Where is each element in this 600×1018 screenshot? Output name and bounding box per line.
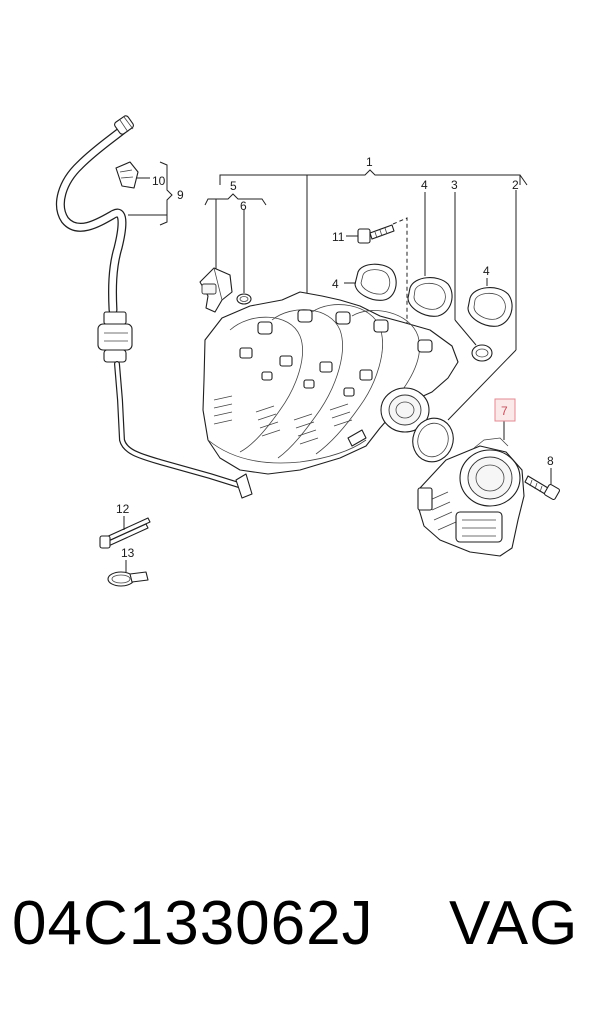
throttle-o-ring bbox=[412, 190, 517, 463]
throttle-body bbox=[417, 420, 525, 557]
gasket-left bbox=[344, 263, 397, 301]
part-number: 04C133062J bbox=[12, 889, 374, 958]
gasket-middle bbox=[407, 192, 453, 317]
callout-9: 9 bbox=[177, 188, 184, 202]
callout-3: 3 bbox=[451, 178, 458, 192]
callout-13: 13 bbox=[121, 546, 135, 560]
cable-tie bbox=[99, 516, 151, 549]
callout-2: 2 bbox=[512, 178, 519, 192]
gasket-right bbox=[467, 278, 513, 327]
breather-pipe bbox=[114, 361, 253, 499]
exploded-parts-diagram: 1 5 9 10 bbox=[55, 115, 561, 587]
callout-4-right: 4 bbox=[483, 264, 490, 278]
o-ring-small bbox=[236, 210, 252, 305]
bolt-item-11 bbox=[346, 224, 395, 244]
hose-clamp bbox=[107, 560, 149, 587]
pcv-valve bbox=[97, 311, 133, 363]
hose-clip bbox=[115, 161, 139, 189]
callout-7: 7 bbox=[501, 404, 508, 418]
callout-6: 6 bbox=[240, 199, 247, 213]
bracket-item-1 bbox=[219, 169, 528, 300]
callout-11: 11 bbox=[332, 230, 345, 244]
callout-4-left: 4 bbox=[332, 277, 339, 291]
brand-name: VAG bbox=[449, 889, 579, 958]
seal-ring-item-3 bbox=[454, 192, 493, 362]
pressure-sensor bbox=[199, 267, 233, 313]
breather-hose bbox=[55, 115, 134, 315]
callout-8: 8 bbox=[547, 454, 554, 468]
bolt-item-8 bbox=[524, 468, 561, 501]
callout-10: 10 bbox=[152, 174, 166, 188]
bracket-item-9 bbox=[128, 161, 173, 226]
callout-1: 1 bbox=[366, 155, 373, 169]
intake-manifold bbox=[202, 291, 459, 475]
bracket-item-5 bbox=[204, 193, 267, 270]
callout-5: 5 bbox=[230, 179, 237, 193]
highlight-box-item-7 bbox=[494, 398, 516, 422]
callout-4-middle: 4 bbox=[421, 178, 428, 192]
callout-12: 12 bbox=[116, 502, 130, 516]
